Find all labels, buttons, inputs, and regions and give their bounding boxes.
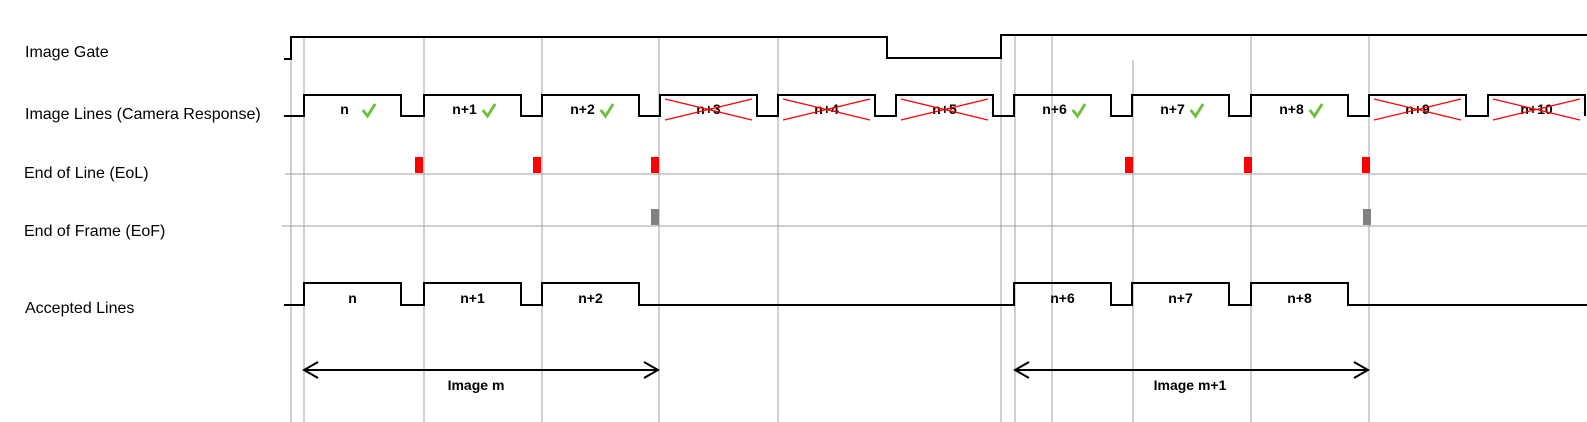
line-pulse-0: n	[340, 101, 376, 119]
eof-marker	[1363, 209, 1371, 225]
line-pulse-label: n+8	[1279, 101, 1304, 117]
line-pulse-label: n+7	[1160, 101, 1185, 117]
vertical-grid-lines	[290, 36, 1370, 422]
eof-markers	[651, 209, 1371, 225]
image-label-m1: Image m+1	[1154, 377, 1227, 393]
cross-icon	[1373, 98, 1462, 121]
line-pulse-5: n+5	[900, 98, 989, 121]
line-pulse-10: n+10	[1492, 98, 1581, 121]
accepted-pulse-label: n+8	[1287, 290, 1312, 306]
image-label-m: Image m	[448, 377, 505, 393]
image-gate-signal	[284, 34, 1587, 60]
line-pulse-2: n+2	[570, 101, 614, 119]
row-label-eof: End of Frame (EoF)	[24, 223, 165, 240]
cross-icon	[664, 98, 753, 121]
line-pulse-9: n+9	[1373, 98, 1462, 121]
check-icon	[482, 103, 496, 119]
eol-markers	[415, 157, 1370, 173]
row-label-accepted-lines: Accepted Lines	[25, 300, 134, 317]
cross-icon	[782, 98, 871, 121]
cross-icon	[900, 98, 989, 121]
check-icon	[1072, 103, 1086, 119]
row-label-image-lines: Image Lines (Camera Response)	[25, 106, 261, 123]
arrowhead-left-icon	[1012, 361, 1030, 379]
arrowhead-left-icon	[301, 361, 319, 379]
check-icon	[1309, 103, 1323, 119]
check-icon	[1190, 103, 1204, 119]
line-pulse-labels: n n+1 n+2 n+3 n+4 n+5 n+6 n+7 n+8 n+9 n+10	[340, 98, 1581, 121]
check-icon	[362, 103, 376, 119]
cross-icon	[1492, 98, 1581, 121]
line-pulse-1: n+1	[452, 101, 496, 119]
check-icon	[600, 103, 614, 119]
line-pulse-4: n+4	[782, 98, 871, 121]
line-pulse-label: n+2	[570, 101, 595, 117]
accepted-lines-signal	[284, 282, 1587, 306]
accepted-pulse-label: n+6	[1050, 290, 1075, 306]
eol-marker	[533, 157, 541, 173]
image-lines-signal	[284, 94, 1586, 117]
accepted-pulse-label: n+7	[1168, 290, 1193, 306]
line-pulse-label: n+1	[452, 101, 477, 117]
row-label-eol: End of Line (EoL)	[24, 165, 149, 182]
line-pulse-7: n+7	[1160, 101, 1204, 119]
line-pulse-6: n+6	[1042, 101, 1086, 119]
eol-marker	[1244, 157, 1252, 173]
eol-marker	[1362, 157, 1370, 173]
accepted-pulse-label: n+2	[578, 290, 603, 306]
accepted-pulse-labels: n n+1 n+2 n+6 n+7 n+8	[348, 290, 1312, 306]
arrowhead-right-icon	[643, 361, 661, 379]
eof-marker	[651, 209, 659, 225]
eol-marker	[1125, 157, 1133, 173]
eol-marker	[651, 157, 659, 173]
arrowhead-right-icon	[1353, 361, 1371, 379]
image-span-m1: Image m+1	[1012, 361, 1371, 393]
image-span-m: Image m	[301, 361, 661, 393]
eol-marker	[415, 157, 423, 173]
row-label-image-gate: Image Gate	[25, 44, 109, 61]
line-pulse-label: n	[340, 101, 349, 117]
line-pulse-label: n+6	[1042, 101, 1067, 117]
accepted-pulse-label: n+1	[460, 290, 485, 306]
line-pulse-8: n+8	[1279, 101, 1323, 119]
line-pulse-3: n+3	[664, 98, 753, 121]
accepted-pulse-label: n	[348, 290, 357, 306]
